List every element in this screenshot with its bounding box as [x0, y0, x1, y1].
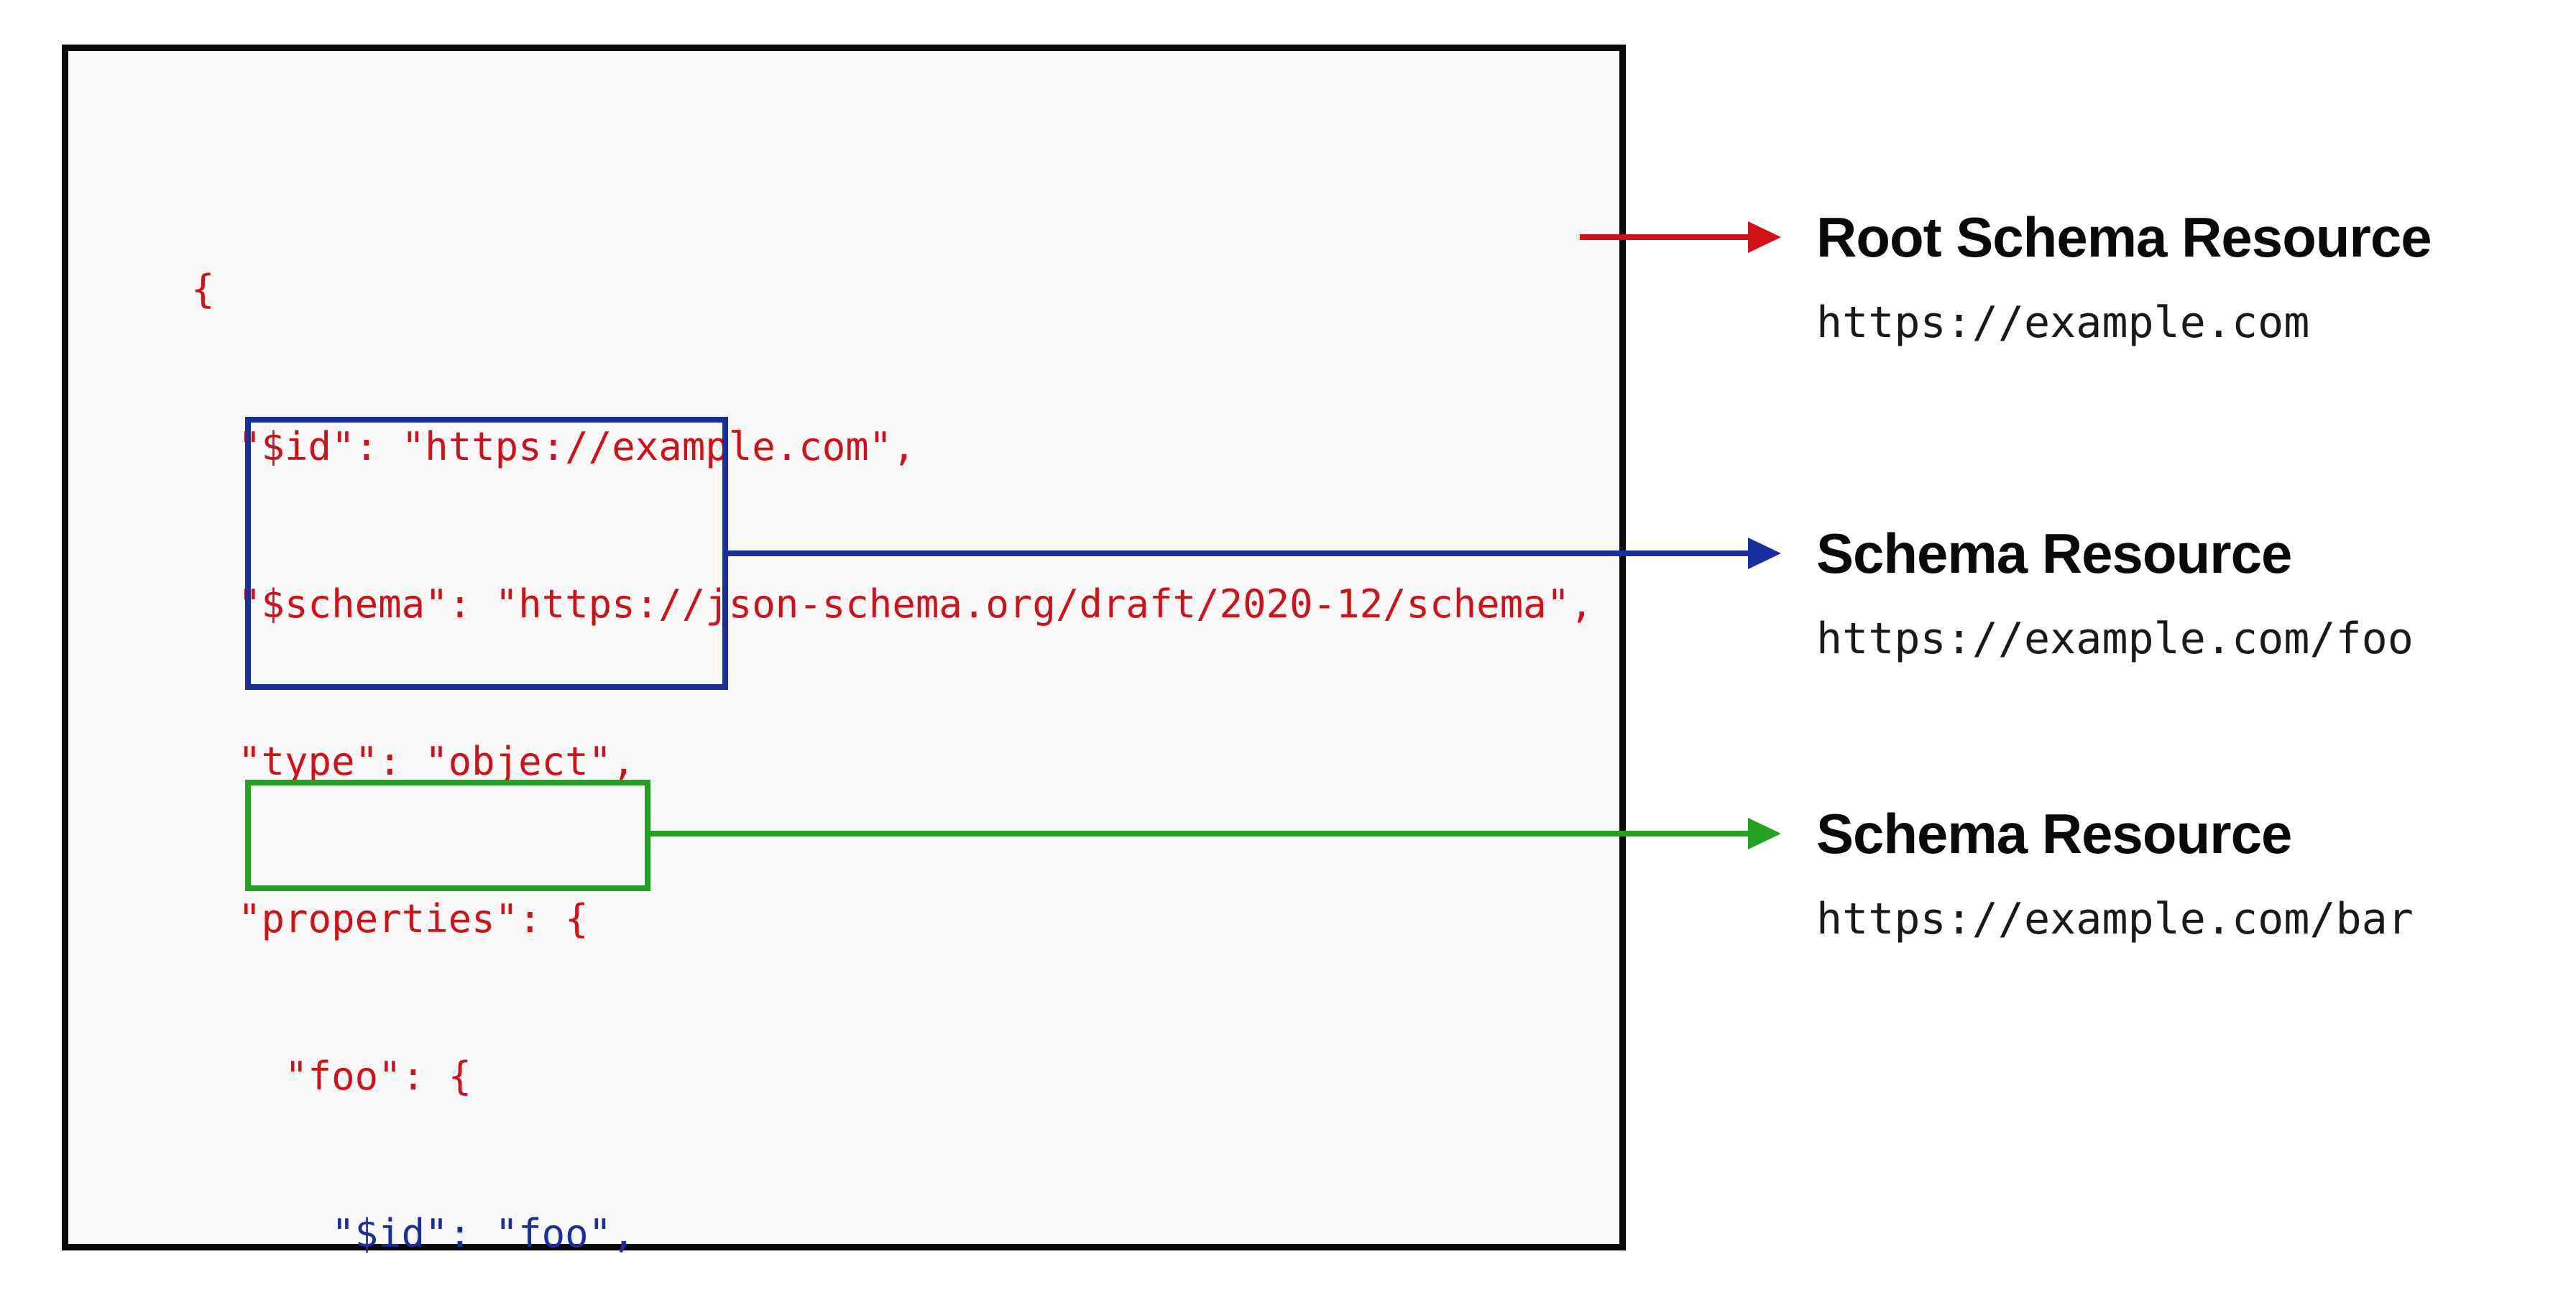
annotation-title: Schema Resource	[1816, 522, 2292, 585]
arrow-shaft	[728, 550, 1752, 556]
arrowhead-right-icon	[1748, 221, 1781, 253]
code-line: "foo": {	[191, 1054, 472, 1099]
foo-schema-resource-box	[245, 417, 728, 690]
code-line: "$id": "foo",	[191, 1211, 635, 1256]
arrowhead-right-icon	[1748, 538, 1781, 569]
annotation-root-schema-resource: Root Schema Resource https://example.com	[1816, 205, 2549, 349]
schema-code-panel: { "$id": "https://example.com", "$schema…	[62, 45, 1626, 1256]
annotation-url: https://example.com/bar	[1816, 894, 2414, 944]
bar-schema-arrow	[650, 818, 1781, 849]
code-line: "type": "object",	[191, 739, 635, 784]
annotation-foo-schema-resource: Schema Resource https://example.com/foo	[1816, 521, 2549, 665]
annotation-title: Root Schema Resource	[1816, 206, 2432, 269]
arrow-shaft	[650, 831, 1752, 837]
code-line: "$schema": "https://json-schema.org/draf…	[191, 581, 1593, 627]
code-line: {	[191, 267, 215, 312]
arrow-shaft	[1580, 234, 1752, 240]
arrowhead-right-icon	[1748, 818, 1781, 849]
code-line: "$id": "https://example.com",	[191, 424, 916, 469]
root-schema-arrow	[1580, 221, 1781, 253]
bar-schema-resource-box	[245, 780, 650, 891]
annotation-title: Schema Resource	[1816, 802, 2292, 865]
annotation-bar-schema-resource: Schema Resource https://example.com/bar	[1816, 801, 2549, 945]
json-schema-code: { "$id": "https://example.com", "$schema…	[191, 158, 1593, 1295]
code-line: "properties": {	[191, 896, 589, 941]
annotation-url: https://example.com/foo	[1816, 614, 2414, 664]
foo-schema-arrow	[728, 538, 1781, 569]
annotation-url: https://example.com	[1816, 298, 2310, 348]
